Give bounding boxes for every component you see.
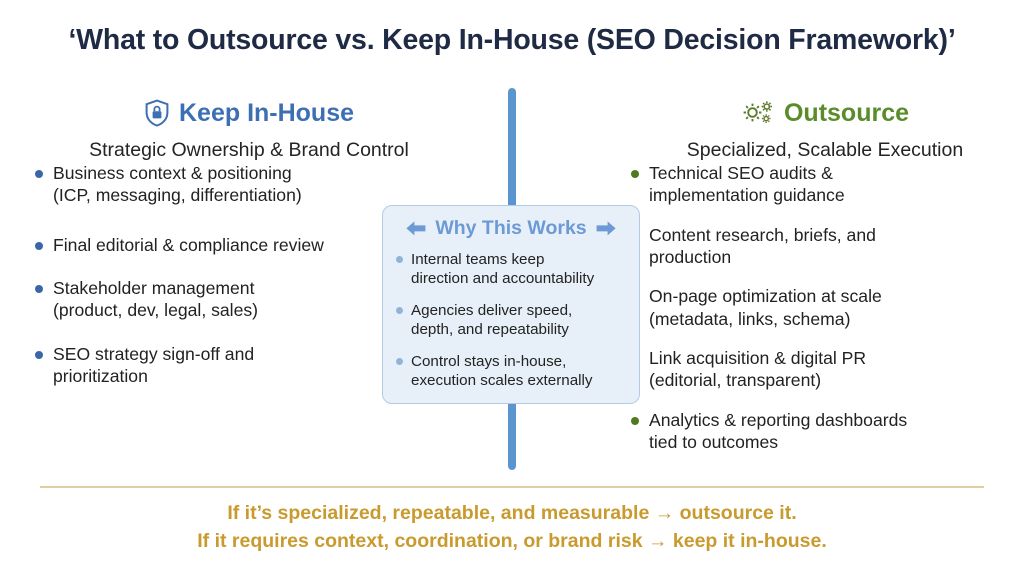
list-item-line2: implementation guidance [649, 185, 845, 206]
list-item: Business context & positioning (ICP, mes… [34, 162, 464, 207]
outsource-column: Outsource Specialized, Scalable Executio… [630, 96, 1020, 470]
page-title: ‘What to Outsource vs. Keep In-House (SE… [68, 24, 956, 56]
list-item: Analytics & reporting dashboards tied to… [630, 409, 1020, 454]
list-item: On-page optimization at scale (metadata,… [630, 285, 1020, 330]
gears-icon [741, 99, 775, 127]
list-item-line2: execution scales externally [411, 372, 593, 389]
why-this-works-header: Why This Works [395, 217, 627, 240]
why-this-works-list: Internal teams keep direction and accoun… [395, 250, 627, 390]
arrow-right-icon [595, 219, 617, 238]
list-item-line2: tied to outcomes [649, 432, 779, 453]
list-item-line1: Control stays in-house, [411, 353, 567, 370]
footer-line-2: If it requires context, coordination, or… [197, 529, 827, 552]
outsource-subtitle: Specialized, Scalable Execution [686, 139, 964, 161]
list-item: Agencies deliver speed, depth, and repea… [395, 301, 627, 339]
list-item-line1: Link acquisition & digital PR [649, 348, 867, 369]
list-item-line1: Final editorial & compliance review [53, 234, 324, 255]
why-this-works-title: Why This Works [435, 217, 587, 239]
outsource-title: Outsource [783, 98, 910, 127]
outsource-header: Outsource [630, 96, 1020, 130]
list-item: SEO strategy sign-off and prioritization [34, 343, 464, 388]
list-item-line1: Stakeholder management [53, 278, 255, 299]
list-item-line2: (product, dev, legal, sales) [53, 300, 259, 321]
list-item: Control stays in-house, execution scales… [395, 352, 627, 390]
keep-in-house-subtitle: Strategic Ownership & Brand Control [89, 139, 409, 161]
list-item-line2: (metadata, links, schema) [649, 308, 851, 329]
keep-in-house-column: Keep In-House Strategic Ownership & Bran… [34, 96, 464, 408]
list-item-line1: On-page optimization at scale [649, 286, 882, 307]
list-item-line2: depth, and repeatability [411, 321, 569, 338]
list-item-line1: Internal teams keep [411, 251, 545, 268]
keep-in-house-header: Keep In-House [34, 96, 464, 130]
keep-in-house-list: Business context & positioning (ICP, mes… [34, 162, 464, 387]
list-item-line2: production [649, 247, 732, 268]
list-item: Technical SEO audits & implementation gu… [630, 162, 1020, 207]
list-item: Link acquisition & digital PR (editorial… [630, 347, 1020, 392]
keep-in-house-title: Keep In-House [178, 98, 355, 127]
why-this-works-panel: Why This Works Internal teams keep direc… [382, 205, 640, 404]
footer-line-1: If it’s specialized, repeatable, and mea… [227, 502, 797, 524]
arrow-left-icon [405, 219, 427, 238]
shield-lock-icon [144, 99, 170, 127]
list-item-line1: Business context & positioning [53, 163, 292, 183]
list-item-line1: Analytics & reporting dashboards [649, 409, 908, 430]
list-item-line2: prioritization [53, 366, 148, 387]
list-item-line1: Agencies deliver speed, [411, 302, 573, 319]
footer-divider [40, 486, 984, 488]
list-item-line2: (editorial, transparent) [649, 370, 822, 391]
list-item-line2: (ICP, messaging, differentiation) [53, 185, 302, 206]
list-item-line2: direction and accountability [411, 270, 595, 287]
list-item-line1: Content research, briefs, and [649, 224, 876, 245]
list-item-line1: Technical SEO audits & [649, 163, 833, 183]
list-item: Final editorial & compliance review [34, 234, 464, 256]
list-item: Content research, briefs, and production [630, 224, 1020, 269]
list-item: Internal teams keep direction and accoun… [395, 250, 627, 288]
outsource-list: Technical SEO audits & implementation gu… [630, 162, 1020, 453]
list-item: Stakeholder management (product, dev, le… [34, 277, 464, 322]
footer-summary: If it’s specialized, repeatable, and mea… [0, 500, 1024, 555]
list-item-line1: SEO strategy sign-off and [53, 343, 255, 364]
